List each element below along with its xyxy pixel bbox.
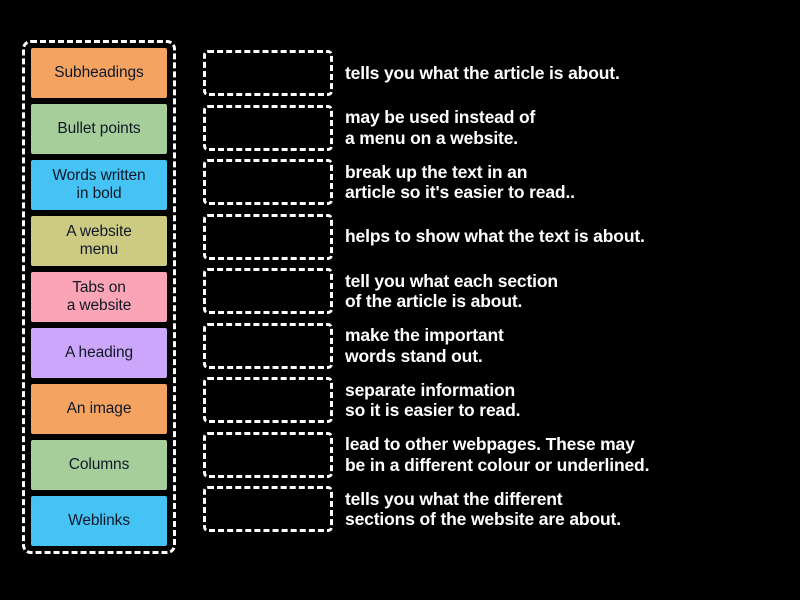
answer-text: helps to show what the text is about. [345, 226, 645, 247]
drop-zone-1[interactable] [203, 50, 333, 97]
draggable-tile-words-written-in-bold[interactable]: Words written in bold [31, 160, 167, 210]
answer-row: lead to other webpages. These may be in … [203, 428, 783, 483]
drop-zone-5[interactable] [203, 268, 333, 315]
tile-label: A website menu [66, 223, 132, 258]
answer-row: make the important words stand out. [203, 319, 783, 374]
draggable-tile-a-heading[interactable]: A heading [31, 328, 167, 378]
tile-label: Tabs on a website [66, 279, 132, 314]
draggable-tile-tabs-on-a-website[interactable]: Tabs on a website [31, 272, 167, 322]
draggable-tiles-panel: Subheadings Bullet points Words written … [22, 40, 176, 554]
draggable-tile-subheadings[interactable]: Subheadings [31, 48, 167, 98]
answer-row: tells you what the article is about. [203, 46, 783, 101]
answer-text: separate information so it is easier to … [345, 379, 521, 421]
draggable-tile-a-website-menu[interactable]: A website menu [31, 216, 167, 266]
answer-row: tell you what each section of the articl… [203, 264, 783, 319]
drop-zone-2[interactable] [203, 104, 333, 151]
draggable-tile-bullet-points[interactable]: Bullet points [31, 104, 167, 154]
answer-row: helps to show what the text is about. [203, 210, 783, 265]
drop-zone-8[interactable] [203, 431, 333, 478]
drop-zone-7[interactable] [203, 377, 333, 424]
drop-zone-9[interactable] [203, 486, 333, 533]
tile-label: Columns [68, 456, 130, 474]
tile-label: A heading [64, 344, 134, 362]
drop-zone-3[interactable] [203, 159, 333, 206]
answer-text: tells you what the article is about. [345, 62, 620, 83]
answer-text: tell you what each section of the articl… [345, 270, 558, 312]
drop-zone-4[interactable] [203, 213, 333, 260]
answer-text: may be used instead of a menu on a websi… [345, 107, 536, 148]
tile-label: Subheadings [54, 64, 144, 82]
draggable-tile-columns[interactable]: Columns [31, 440, 167, 490]
tile-label: Weblinks [68, 512, 130, 530]
drop-zone-6[interactable] [203, 322, 333, 369]
draggable-tile-an-image[interactable]: An image [31, 384, 167, 434]
answer-row: may be used instead of a menu on a websi… [203, 101, 783, 156]
tile-label: Words written in bold [52, 167, 146, 202]
answer-rows: tells you what the article is about. may… [203, 46, 783, 537]
answer-row: separate information so it is easier to … [203, 373, 783, 428]
answer-row: tells you what the different sections of… [203, 482, 783, 537]
tile-label: Bullet points [57, 120, 141, 138]
answer-text: tells you what the different sections of… [345, 488, 621, 530]
answer-text: break up the text in an article so it's … [345, 161, 575, 203]
tile-label: An image [66, 400, 132, 418]
answer-text: lead to other webpages. These may be in … [345, 434, 650, 475]
answer-text: make the important words stand out. [345, 325, 504, 366]
draggable-tile-weblinks[interactable]: Weblinks [31, 496, 167, 546]
answer-row: break up the text in an article so it's … [203, 155, 783, 210]
